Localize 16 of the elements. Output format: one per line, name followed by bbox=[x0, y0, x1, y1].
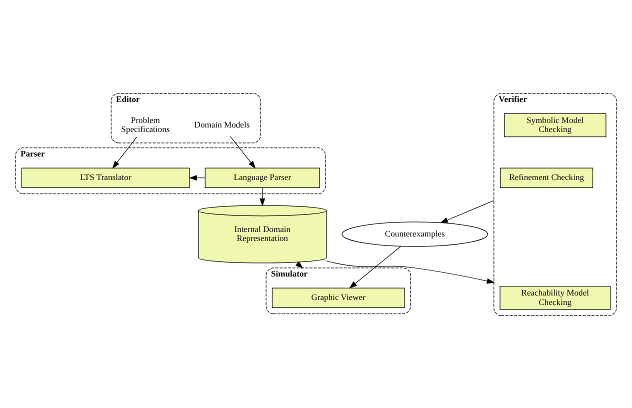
arrow bbox=[325, 260, 495, 284]
node-box: Symbolic Model Checking bbox=[504, 112, 606, 137]
arrow bbox=[349, 245, 402, 288]
arrow bbox=[230, 136, 256, 168]
node-box: LTS Translator bbox=[21, 167, 190, 188]
node-text: Domain Models bbox=[194, 118, 250, 129]
arrow bbox=[112, 136, 138, 168]
node-box: Language Parser bbox=[204, 167, 320, 188]
arrow bbox=[260, 187, 266, 206]
node-box: Reachability Model Checking bbox=[500, 285, 611, 310]
node-box: Graphic Viewer bbox=[272, 287, 405, 308]
node-box: Refinement Checking bbox=[500, 167, 594, 188]
node-text: Problem Specifications bbox=[121, 114, 170, 134]
arrow bbox=[295, 260, 304, 268]
arrow bbox=[440, 200, 494, 223]
node-ellipse: Counterexamples bbox=[342, 221, 488, 246]
